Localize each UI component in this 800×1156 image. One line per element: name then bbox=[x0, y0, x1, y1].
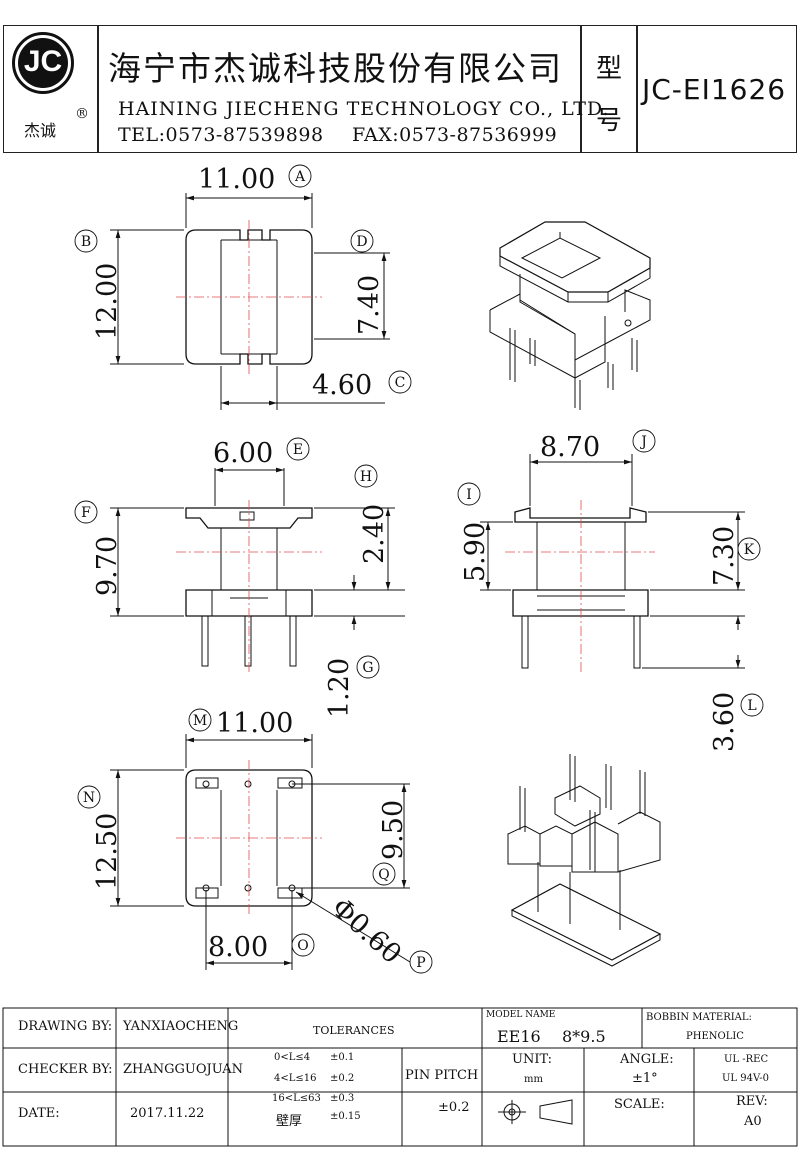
iso-view-bottom bbox=[507, 754, 662, 967]
checker-by-value: ZHANGGUOJUAN bbox=[123, 1062, 244, 1077]
centerlines bbox=[176, 220, 655, 916]
dim-l-letter: L bbox=[747, 698, 756, 714]
date-value: 2017.11.22 bbox=[130, 1106, 205, 1121]
header-divider-logo bbox=[97, 25, 99, 153]
angle-value: ±1° bbox=[632, 1071, 658, 1086]
dim-l-value: 3.60 bbox=[709, 692, 740, 752]
date-label: DATE: bbox=[18, 1106, 60, 1121]
title-block-grid bbox=[2, 1007, 798, 1147]
tol-value-3: ±0.3 bbox=[330, 1093, 355, 1104]
dim-h-letter: H bbox=[360, 469, 372, 485]
dim-g-value: 1.20 bbox=[324, 658, 355, 718]
dim-d-value: 7.40 bbox=[354, 275, 385, 335]
company-name-cn: 海宁市杰诚科技股份有限公司 bbox=[108, 49, 563, 88]
dim-f-letter: F bbox=[81, 505, 91, 521]
unit-value: mm bbox=[524, 1074, 543, 1085]
dim-k-value: 7.30 bbox=[709, 526, 740, 586]
company-tel: TEL:0573-87539898 bbox=[118, 124, 324, 146]
dim-m-letter: M bbox=[193, 713, 207, 729]
side-view bbox=[480, 454, 745, 669]
dim-m-value: 11.00 bbox=[216, 708, 293, 739]
dim-j-letter: J bbox=[639, 434, 647, 450]
rev-label: REV: bbox=[736, 1094, 768, 1109]
front-view bbox=[110, 467, 405, 667]
dim-n-value: 12.50 bbox=[92, 813, 123, 890]
model-code: JC-EI1626 bbox=[642, 73, 787, 106]
scale-label: SCALE: bbox=[614, 1097, 665, 1112]
dim-j-value: 8.70 bbox=[540, 432, 600, 463]
bottom-view bbox=[110, 734, 411, 970]
dim-d-letter: D bbox=[356, 234, 367, 250]
tol-range-2: 4<L≤16 bbox=[274, 1073, 317, 1084]
dim-a-letter: A bbox=[294, 169, 306, 185]
dim-n-letter: N bbox=[83, 790, 95, 806]
drawing-by-label: DRAWING BY: bbox=[18, 1019, 113, 1034]
model-name-label: MODEL NAME bbox=[486, 1010, 556, 1020]
dim-i-letter: I bbox=[466, 487, 472, 503]
tol-value-1: ±0.1 bbox=[330, 1052, 355, 1063]
dim-b-letter: B bbox=[81, 234, 91, 250]
company-logo: JC bbox=[12, 32, 74, 94]
iso-view-top bbox=[489, 221, 651, 410]
registered-mark: ® bbox=[75, 106, 89, 122]
logo-text: JC bbox=[23, 45, 63, 78]
unit-label: UNIT: bbox=[512, 1052, 553, 1067]
company-name-en: HAINING JIECHENG TECHNOLOGY CO., LTD. bbox=[118, 98, 610, 120]
rev-value: A0 bbox=[744, 1114, 762, 1129]
dim-c-letter: C bbox=[395, 375, 406, 391]
dim-g-letter: G bbox=[362, 660, 373, 676]
header-divider-code bbox=[636, 25, 638, 153]
header-divider-model bbox=[580, 25, 582, 153]
model-name-value: EE16 bbox=[497, 1027, 541, 1046]
checker-by-label: CHECKER BY: bbox=[18, 1062, 113, 1077]
bobbin-material-label: BOBBIN MATERIAL: bbox=[646, 1012, 752, 1023]
tolerances-label: TOLERANCES bbox=[313, 1024, 395, 1037]
model-label-1: 型 bbox=[596, 54, 623, 84]
ul-rec-value: UL -REC bbox=[724, 1054, 769, 1065]
projection-symbol-icon bbox=[498, 1099, 573, 1125]
dim-e-letter: E bbox=[293, 442, 303, 458]
tol-range-4: 壁厚 bbox=[276, 1114, 303, 1129]
dim-e-value: 6.00 bbox=[213, 438, 273, 469]
model-size-value: 8*9.5 bbox=[562, 1027, 606, 1046]
dim-k-letter: K bbox=[744, 542, 755, 558]
company-fax: FAX:0573-87536999 bbox=[352, 124, 558, 146]
pin-pitch-value: ±0.2 bbox=[438, 1100, 470, 1115]
dim-f-value: 9.70 bbox=[92, 536, 123, 596]
tol-value-4: ±0.15 bbox=[330, 1111, 361, 1122]
logo-subtitle: 杰诚 bbox=[24, 121, 57, 140]
dim-p-letter: P bbox=[416, 955, 425, 971]
dim-q-value: 9.50 bbox=[378, 800, 409, 860]
ul-rating-value: UL 94V-0 bbox=[722, 1073, 770, 1084]
dim-h-value: 2.40 bbox=[359, 504, 390, 564]
header-frame bbox=[3, 25, 797, 153]
dim-c-value: 4.60 bbox=[312, 370, 372, 401]
tol-value-2: ±0.2 bbox=[330, 1073, 355, 1084]
tol-range-3: 16<L≤63 bbox=[272, 1093, 321, 1104]
angle-label: ANGLE: bbox=[620, 1052, 674, 1067]
bobbin-material-value: PHENOLIC bbox=[686, 1031, 744, 1042]
model-label-2: 号 bbox=[596, 106, 623, 136]
dim-o-value: 8.00 bbox=[208, 932, 268, 963]
dim-b-value: 12.00 bbox=[92, 263, 123, 340]
pin-pitch-label: PIN PITCH bbox=[405, 1068, 479, 1083]
dim-i-value: 5.90 bbox=[460, 522, 491, 582]
dim-p-value: Φ0.60 bbox=[325, 892, 407, 970]
dim-a-value: 11.00 bbox=[198, 164, 275, 195]
dim-q-letter: Q bbox=[378, 867, 389, 883]
tol-range-1: 0<L≤4 bbox=[274, 1052, 311, 1063]
dim-o-letter: O bbox=[297, 938, 308, 954]
drawing-by-value: YANXIAOCHENG bbox=[123, 1019, 239, 1034]
top-view bbox=[110, 193, 390, 410]
